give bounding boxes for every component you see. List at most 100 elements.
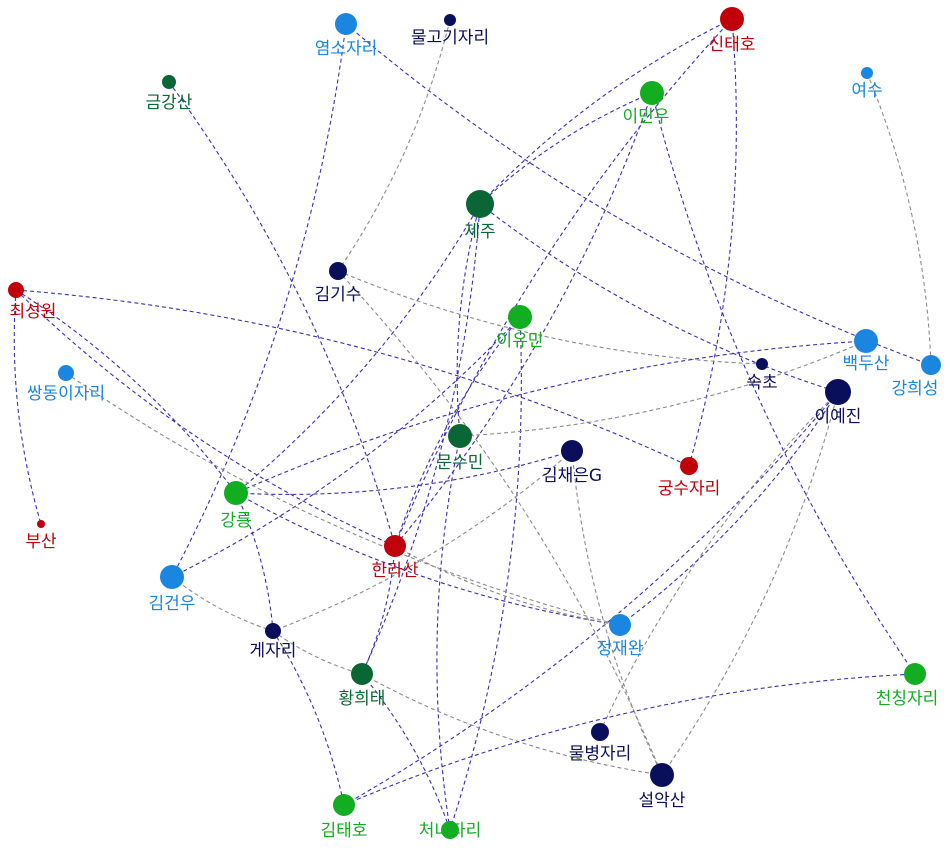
node-circle[interactable] <box>756 358 768 370</box>
node-circle[interactable] <box>720 7 744 31</box>
node-circle[interactable] <box>640 81 664 105</box>
edge-n23-n15 <box>619 391 839 626</box>
edge-n19-n23 <box>235 492 621 626</box>
graph-node[interactable]: 속초 <box>746 358 778 393</box>
node-circle[interactable] <box>351 663 373 685</box>
node-circle[interactable] <box>861 67 873 79</box>
node-circle[interactable] <box>508 305 532 329</box>
graph-node[interactable]: 궁수자리 <box>658 457 721 499</box>
edge-n17-n24 <box>272 450 573 632</box>
node-circle[interactable] <box>441 821 459 839</box>
node-label: 강희성 <box>892 379 939 399</box>
node-circle[interactable] <box>854 329 878 353</box>
node-circle[interactable] <box>466 190 494 218</box>
edge-n24-n29 <box>272 630 345 806</box>
node-circle[interactable] <box>335 13 357 35</box>
edges-layer <box>13 18 932 831</box>
node-circle[interactable] <box>921 355 941 375</box>
node-label: 궁수자리 <box>658 479 721 499</box>
node-label: 김기수 <box>315 285 362 305</box>
edge-n25-n30 <box>361 673 451 831</box>
node-label: 물병자리 <box>569 744 632 764</box>
edge-n21-n25 <box>361 545 396 675</box>
graph-node[interactable]: 김기수 <box>315 262 362 305</box>
graph-node[interactable]: 금강산 <box>146 75 193 113</box>
graph-node[interactable]: 신태호 <box>709 7 756 55</box>
graph-node[interactable]: 이예진 <box>815 379 862 427</box>
graph-node[interactable]: 황희태 <box>339 663 386 709</box>
node-circle[interactable] <box>825 379 851 405</box>
edge-n10-n22 <box>171 316 521 578</box>
node-circle[interactable] <box>384 535 406 557</box>
node-circle[interactable] <box>591 723 609 741</box>
node-label: 천칭자리 <box>876 689 939 709</box>
graph-node[interactable]: 천칭자리 <box>876 663 939 709</box>
graph-node[interactable]: 한라산 <box>372 535 419 581</box>
graph-node[interactable]: 김채은G <box>542 440 602 486</box>
edge-n8-n28 <box>337 270 663 776</box>
node-label: 제주 <box>464 222 495 242</box>
node-label: 이유민 <box>497 331 544 351</box>
node-circle[interactable] <box>904 663 926 685</box>
node-circle[interactable] <box>160 565 184 589</box>
graph-node[interactable]: 김건우 <box>149 565 196 614</box>
graph-node[interactable]: 처녀자리 <box>419 821 482 841</box>
edge-n29-n26 <box>343 673 916 806</box>
node-circle[interactable] <box>333 794 355 816</box>
node-label: 금강산 <box>146 93 193 113</box>
graph-node[interactable]: 쌍동이자리 <box>27 365 105 404</box>
node-circle[interactable] <box>680 457 698 475</box>
node-label: 처녀자리 <box>419 821 482 841</box>
node-label: 쌍동이자리 <box>27 384 105 404</box>
edge-n24-n25 <box>272 630 363 675</box>
graph-node[interactable]: 설악산 <box>639 763 686 811</box>
graph-node[interactable]: 강희성 <box>892 355 941 399</box>
node-circle[interactable] <box>609 614 631 636</box>
node-circle[interactable] <box>8 282 24 298</box>
node-circle[interactable] <box>444 14 456 26</box>
graph-node[interactable]: 물고기자리 <box>411 14 489 48</box>
edge-n3-n7 <box>479 18 733 205</box>
graph-node[interactable]: 이민우 <box>623 81 670 127</box>
graph-node[interactable]: 정재완 <box>597 614 644 659</box>
graph-node[interactable]: 염소자리 <box>315 13 378 59</box>
edge-n19-n24 <box>235 492 274 632</box>
node-circle[interactable] <box>37 520 45 528</box>
node-label: 한라산 <box>372 561 419 581</box>
node-circle[interactable] <box>448 424 472 448</box>
edge-n15-n27 <box>599 391 839 733</box>
node-circle[interactable] <box>58 365 74 381</box>
edge-n9-n18 <box>15 289 690 467</box>
node-label: 염소자리 <box>315 39 378 59</box>
graph-node[interactable]: 문수민 <box>437 424 484 473</box>
edge-n22-n24 <box>171 576 274 632</box>
edge-n5-n21 <box>394 92 653 547</box>
graph-node[interactable]: 백두산 <box>843 329 890 374</box>
graph-node[interactable]: 부산 <box>25 520 57 552</box>
edge-n7-n15 <box>479 203 839 393</box>
graph-node[interactable]: 최성원 <box>8 282 56 322</box>
node-label: 김태호 <box>321 821 368 841</box>
graph-node[interactable]: 김태호 <box>321 794 368 841</box>
edge-n17-n19 <box>235 450 573 495</box>
node-circle[interactable] <box>561 440 583 462</box>
node-label: 게자리 <box>250 641 297 661</box>
node-label: 설악산 <box>639 791 686 811</box>
graph-node[interactable]: 제주 <box>464 190 496 242</box>
node-circle[interactable] <box>162 75 176 89</box>
edge-n16-n30 <box>436 435 461 831</box>
node-circle[interactable] <box>650 763 674 787</box>
graph-node[interactable]: 물병자리 <box>569 723 632 764</box>
graph-node[interactable]: 여수 <box>851 67 883 101</box>
node-circle[interactable] <box>265 623 281 639</box>
node-circle[interactable] <box>224 481 248 505</box>
node-label: 문수민 <box>437 453 484 473</box>
graph-node[interactable]: 강릉 <box>220 481 252 531</box>
edge-n7-n16 <box>456 203 481 437</box>
graph-node[interactable]: 게자리 <box>250 623 297 661</box>
edge-n10-n30 <box>449 316 522 831</box>
graph-node[interactable]: 이유민 <box>497 305 544 351</box>
node-circle[interactable] <box>329 262 347 280</box>
edge-n17-n28 <box>571 450 663 776</box>
